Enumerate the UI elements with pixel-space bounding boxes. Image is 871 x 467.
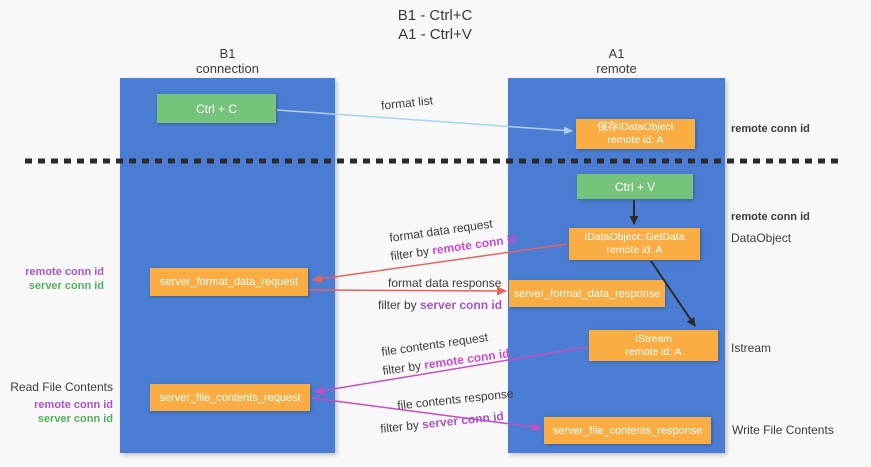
diagram-title-line2: A1 - Ctrl+V (398, 26, 472, 43)
filter-by-text: filter by (378, 298, 421, 312)
getdata-box: IDataObject::GetData remote id: A (569, 228, 700, 260)
server-conn-id-text: server conn id (421, 408, 505, 432)
istream-side-label: Istream (731, 341, 772, 355)
istream-line1: IStream (635, 332, 672, 345)
diagram-title-line1: B1 - Ctrl+C (397, 7, 473, 24)
filter-by-text: filter by (389, 243, 434, 264)
lifeline-header-a1: A1 remote (508, 46, 725, 76)
lifeline-b1-role: connection (196, 61, 259, 76)
server-format-data-request-box: server_format_data_request (150, 268, 308, 296)
right-remote-conn-id-top: remote conn id (731, 123, 810, 135)
ctrl-v-label: Ctrl + V (614, 179, 656, 194)
filter-by-text: filter by (381, 358, 426, 378)
server-file-contents-response-box: server_file_contents_response (544, 417, 711, 444)
read-file-contents-label: Read File Contents (10, 380, 113, 394)
lifeline-header-b1: B1 connection (120, 46, 335, 76)
format-data-response-label: format data response (388, 276, 502, 290)
left-server-conn-id-top: server conn id (28, 280, 104, 292)
server-format-data-response-box: server_format_data_response (509, 280, 665, 307)
write-file-contents-label: Write File Contents (732, 423, 834, 437)
left-conn-id-group-bottom: Read File Contents remote conn id server… (0, 379, 113, 426)
server-file-contents-request-box: server_file_contents_request (150, 384, 310, 411)
lifeline-a1-name: A1 (608, 46, 625, 61)
dataobject-label: DataObject (731, 231, 792, 245)
left-remote-conn-id-bottom: remote conn id (34, 399, 113, 411)
getdata-line2: remote id: A (606, 244, 663, 256)
left-remote-conn-id-top: remote conn id (25, 266, 104, 278)
lifeline-a1-role: remote (596, 61, 637, 76)
left-conn-id-group-top: remote conn id server conn id (0, 265, 104, 293)
server-format-data-response-label: server_format_data_response (513, 287, 661, 300)
istream-box: IStream remote id: A (589, 330, 718, 361)
filter-by-server-bottom: filter by server conn id (379, 409, 505, 436)
right-remote-conn-id-mid: remote conn id (731, 211, 810, 223)
save-idataobject-line1: 保存IDataObject (597, 121, 674, 133)
left-server-conn-id-bottom: server conn id (37, 413, 113, 425)
filter-by-server-top: filter by server conn id (378, 298, 502, 312)
server-file-contents-request-label: server_file_contents_request (159, 391, 301, 404)
lifeline-b1-name: B1 (219, 46, 236, 61)
save-idataobject-line2: remote id: A (607, 134, 664, 146)
file-contents-response-label: file contents response (396, 386, 515, 413)
format-list-label: format list (380, 93, 434, 113)
arrow-format-data-response (308, 286, 507, 296)
server-file-contents-response-label: server_file_contents_response (552, 424, 703, 437)
server-format-data-request-label: server_format_data_request (159, 276, 299, 288)
filter-by-text: filter by (379, 417, 423, 436)
diagram-title: B1 - Ctrl+C A1 - Ctrl+V (335, 6, 535, 44)
server-conn-id-text: server conn id (420, 298, 503, 312)
ctrl-v-box: Ctrl + V (577, 174, 693, 199)
ctrl-c-box: Ctrl + C (157, 94, 276, 123)
save-idataobject-box: 保存IDataObject remote id: A (576, 119, 695, 149)
ctrl-c-label: Ctrl + C (195, 101, 237, 116)
getdata-line1: IDataObject::GetData (584, 231, 685, 243)
istream-line2: remote id: A (625, 345, 682, 358)
